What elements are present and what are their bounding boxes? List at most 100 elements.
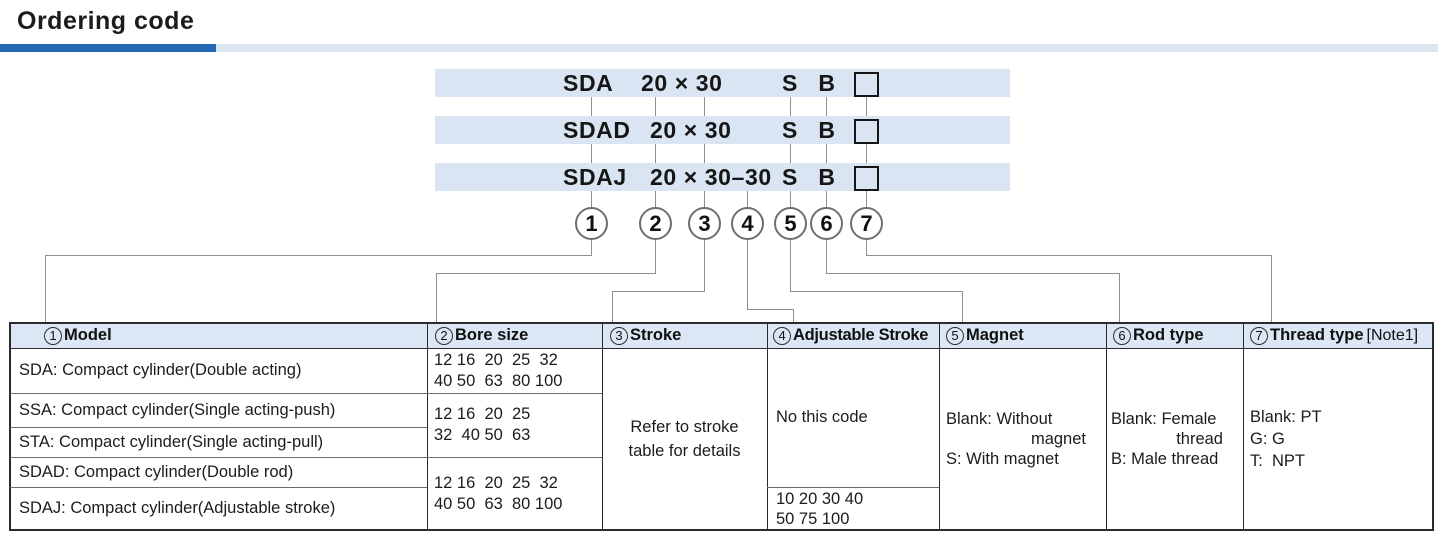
row-divider [10, 487, 427, 488]
column-divider [939, 323, 940, 530]
callout-5: 5 [774, 207, 807, 240]
connector-line [826, 144, 827, 163]
code-bore-stroke: 20 × 30–30 [650, 164, 772, 190]
stroke-cell: Refer to stroke table for details [628, 418, 741, 460]
connector-line [962, 291, 963, 323]
circled-5-icon: 5 [946, 326, 964, 345]
rod-type-cell: Blank: Female thread B: Male thread [1111, 410, 1223, 468]
table-header-background [11, 324, 1432, 348]
connector-line [826, 191, 827, 207]
code-bar-sdaj: SDAJ 20 × 30–30 S B [435, 163, 1010, 191]
circled-4-icon: 4 [773, 326, 791, 345]
connector-line [747, 191, 748, 207]
callout-6: 6 [810, 207, 843, 240]
thread-type-checkbox [854, 166, 879, 191]
circled-2-icon: 2 [435, 326, 453, 345]
connector-line [704, 240, 705, 291]
thread-type-cell: Blank: PT G: G T: NPT [1250, 408, 1322, 470]
code-rod-type: B [818, 117, 836, 143]
connector-line [45, 255, 592, 256]
column-divider [1106, 323, 1107, 530]
page-title: Ordering code [17, 7, 195, 35]
code-magnet: S [782, 70, 798, 96]
connector-line [866, 97, 867, 116]
header-adjustable-stroke: 4 Adjustable Stroke [773, 323, 928, 348]
connector-line [747, 309, 794, 310]
connector-line [655, 191, 656, 207]
connector-line [1119, 273, 1120, 323]
connector-line [436, 273, 656, 274]
header-rod-type: 6 Rod type [1113, 323, 1204, 348]
column-divider [427, 323, 428, 530]
connector-line [436, 273, 437, 323]
header-bore-size: 2 Bore size [435, 323, 528, 348]
code-magnet: S [782, 117, 798, 143]
connector-line [655, 240, 656, 273]
model-row-ssa: SSA: Compact cylinder(Single acting-push… [19, 400, 336, 419]
connector-line [790, 291, 962, 292]
connector-line [866, 191, 867, 207]
callout-7: 7 [850, 207, 883, 240]
row-divider [10, 427, 427, 428]
circled-1-icon: 1 [44, 326, 62, 345]
connector-line [826, 273, 1119, 274]
callout-3: 3 [688, 207, 721, 240]
code-model: SDAD [563, 117, 631, 143]
connector-line [826, 97, 827, 116]
row-divider [767, 487, 939, 488]
column-divider [767, 323, 768, 530]
connector-line [591, 240, 592, 255]
connector-line [704, 191, 705, 207]
connector-line [747, 240, 748, 309]
table-frame [9, 322, 1434, 531]
callout-2: 2 [639, 207, 672, 240]
model-row-sta: STA: Compact cylinder(Single acting-pull… [19, 432, 324, 451]
callout-4: 4 [731, 207, 764, 240]
connector-line [591, 191, 592, 207]
bore-size-ssa-sta: 12 16 20 25 32 40 50 63 [434, 405, 531, 444]
model-row-sda: SDA: Compact cylinder(Double acting) [19, 361, 302, 379]
adjustable-stroke-values-cell: 10 20 30 40 50 75 100 [776, 489, 864, 528]
code-bar-sda: SDA 20 × 30 S B [435, 69, 1010, 97]
bore-size-sda: 12 16 20 25 32 40 50 63 80 100 [434, 350, 563, 390]
connector-line [790, 240, 791, 291]
code-rod-type: B [818, 70, 836, 96]
code-bore-stroke: 20 × 30 [641, 70, 723, 96]
connector-line [866, 240, 867, 255]
header-model: 1 Model [44, 323, 112, 348]
header-divider [10, 348, 1433, 349]
title-accent-bar [0, 44, 216, 52]
model-row-sdad: SDAD: Compact cylinder(Double rod) [19, 462, 294, 481]
code-model: SDAJ [563, 164, 627, 190]
column-divider [602, 323, 603, 530]
magnet-cell: Blank: Without magnet S: With magnet [946, 410, 1086, 468]
connector-line [591, 144, 592, 163]
connector-line [790, 191, 791, 207]
connector-line [790, 144, 791, 163]
thread-type-checkbox [854, 119, 879, 144]
code-bar-sdad: SDAD 20 × 30 S B [435, 116, 1010, 144]
code-bore-stroke: 20 × 30 [650, 117, 732, 143]
code-magnet: S [782, 164, 798, 190]
connector-line [704, 144, 705, 163]
connector-line [45, 255, 46, 323]
connector-line [793, 309, 794, 323]
connector-line [612, 291, 613, 323]
connector-line [1271, 255, 1272, 323]
row-divider [10, 457, 602, 458]
connector-line [866, 144, 867, 163]
column-divider [1243, 323, 1244, 530]
circled-7-icon: 7 [1250, 326, 1268, 345]
header-magnet: 5 Magnet [946, 323, 1024, 348]
bore-size-sdad-sdaj: 12 16 20 25 32 40 50 63 80 100 [434, 473, 563, 513]
circled-6-icon: 6 [1113, 326, 1131, 345]
connector-line [790, 97, 791, 116]
header-note: [Note1] [1366, 326, 1419, 344]
title-accent-bar-light [216, 44, 1438, 52]
code-rod-type: B [818, 164, 836, 190]
connector-line [591, 97, 592, 116]
row-divider [10, 393, 602, 394]
code-model: SDA [563, 70, 614, 96]
callout-1: 1 [575, 207, 608, 240]
